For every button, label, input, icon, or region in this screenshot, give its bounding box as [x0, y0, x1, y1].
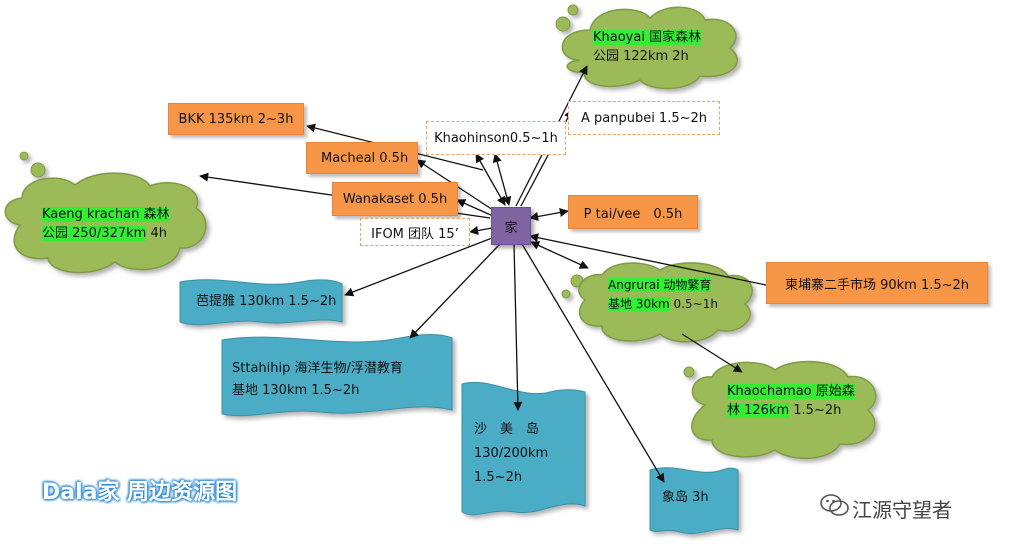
node-khaohinson[interactable]: Khaohinson0.5~1h — [426, 121, 566, 155]
angrurai-highlight: Angrurai 动物繁育 — [608, 278, 712, 292]
khaoyai-rest: 公园 122km 2h — [593, 49, 689, 64]
node-khaoyai-text[interactable]: Khaoyai 国家森林 公园 122km 2h — [593, 28, 702, 66]
node-market-label: 柬埔寨二手市场 90km 1.5~2h — [784, 277, 970, 293]
conn-pattaya — [344, 237, 493, 297]
node-ptaivee[interactable]: P tai/vee 0.5h — [568, 195, 698, 229]
node-macheal-label: Macheal 0.5h — [321, 150, 409, 166]
node-shamei-text[interactable]: 沙 美 岛 130/200km 1.5~2h — [474, 418, 548, 490]
conn-ifom — [469, 226, 493, 236]
conn-ptaivee — [529, 208, 569, 221]
wechat-icon — [820, 494, 849, 516]
conn-wanakaset — [456, 199, 494, 217]
node-pattaya-text[interactable]: 芭提雅 130km 1.5~2h — [196, 292, 336, 311]
kaeng-highlight: Kaeng krachan 森林 — [42, 207, 170, 222]
node-wanakaset-label: Wanakaset 0.5h — [342, 191, 448, 207]
shamei-line-2: 130/200km — [474, 446, 549, 461]
conn-khaohinson — [492, 153, 512, 206]
pattaya-label: 芭提雅 130km 1.5~2h — [196, 294, 337, 309]
node-sttahihip-text[interactable]: Sttahihip 海洋生物/浮潜教育 基地 130km 1.5~2h — [232, 358, 403, 402]
conn-shamei — [513, 243, 523, 411]
conn-angrurai — [530, 241, 589, 269]
node-kaeng-text[interactable]: Kaeng krachan 森林 公园 250/327km 4h — [42, 205, 170, 243]
shamei-line-3: 1.5~2h — [474, 470, 523, 485]
home-node[interactable]: 家 — [491, 207, 531, 245]
node-market[interactable]: 柬埔寨二手市场 90km 1.5~2h — [766, 262, 988, 304]
node-ifom-label: IFOM 团队 15’ — [371, 226, 459, 242]
sttahihip-line-2: 基地 130km 1.5~2h — [232, 383, 360, 398]
node-khaochamao-text[interactable]: Khaochamao 原始森 林 126km 1.5~2h — [727, 382, 855, 420]
node-xiangdao-text[interactable]: 象岛 3h — [662, 488, 709, 507]
node-wanakaset[interactable]: Wanakaset 0.5h — [332, 182, 458, 216]
khaochamao-highlight-2: 林 126km — [727, 403, 790, 418]
conn-xiangdao — [521, 243, 665, 483]
khaochamao-highlight: Khaochamao 原始森 — [727, 384, 855, 399]
khaochamao-rest: 1.5~2h — [789, 403, 842, 418]
diagram-title: Dala家 周边资源图 — [42, 480, 238, 505]
kaeng-rest: 4h — [146, 226, 167, 241]
node-apanpubei[interactable]: A panpubei 1.5~2h — [568, 101, 720, 135]
node-khaohinson-label: Khaohinson0.5~1h — [434, 130, 558, 146]
node-macheal[interactable]: Macheal 0.5h — [306, 142, 418, 174]
node-bkk[interactable]: BKK 135km 2~3h — [168, 103, 304, 135]
conn-market — [529, 233, 767, 286]
conn-khaochamao — [681, 333, 743, 373]
angrurai-highlight-2: 基地 30km — [608, 297, 670, 311]
banner-shamei — [461, 381, 586, 516]
xiangdao-label: 象岛 3h — [662, 490, 709, 505]
watermark-text: 江源守望者 — [852, 498, 952, 522]
node-bkk-label: BKK 135km 2~3h — [178, 111, 294, 127]
banner-sttahihip — [221, 334, 453, 417]
angrurai-rest: 0.5~1h — [669, 297, 718, 311]
cloud-khaoyai — [555, 4, 738, 90]
node-apanpubei-label: A panpubei 1.5~2h — [580, 110, 708, 126]
sttahihip-line-1: Sttahihip 海洋生物/浮潜教育 — [232, 361, 403, 376]
cloud-kaeng-krachan — [4, 151, 207, 274]
shamei-line-1: 沙 美 岛 — [474, 422, 540, 437]
kaeng-highlight-2: 公园 250/327km — [42, 226, 147, 241]
banner-xiangdao — [649, 467, 739, 534]
node-angrurai-text[interactable]: Angrurai 动物繁育 基地 30km 0.5~1h — [608, 276, 718, 314]
node-ptaivee-label: P tai/vee 0.5h — [583, 206, 683, 222]
home-label: 家 — [504, 220, 518, 236]
conn-sttahihip — [409, 243, 501, 339]
conn-khaohinson-2 — [475, 153, 506, 206]
banner-pattaya — [179, 279, 343, 326]
khaoyai-highlight: Khaoyai 国家森林 — [593, 30, 702, 45]
node-ifom[interactable]: IFOM 团队 15’ — [360, 218, 470, 246]
